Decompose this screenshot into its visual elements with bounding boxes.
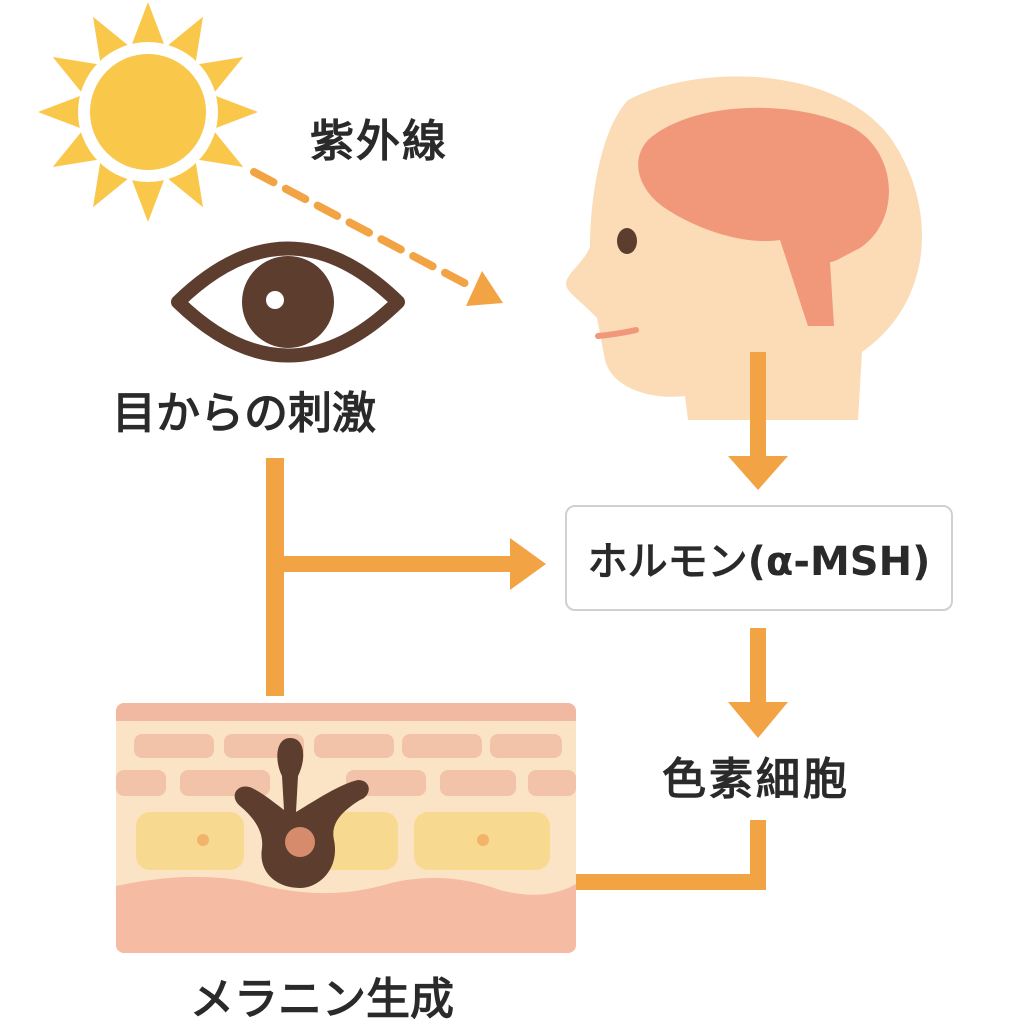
sun-icon <box>38 2 258 222</box>
melanin-production-label: メラニン生成 <box>190 974 454 1025</box>
melanocyte-icon <box>234 738 369 888</box>
hormone-box: ホルモン(α-MSH) <box>565 505 953 611</box>
uv-arrow <box>250 168 503 306</box>
skin-layer-icon <box>116 703 576 953</box>
eye-icon <box>171 241 405 363</box>
head-brain-icon <box>566 76 922 420</box>
uv-label: 紫外線 <box>310 116 448 167</box>
hormone-label: ホルモン(α-MSH) <box>587 539 931 585</box>
arrow-eye-to-hormone <box>266 458 546 696</box>
arrow-hormone-to-pigment <box>728 628 788 738</box>
pigment-cell-label: 色素細胞 <box>662 754 850 805</box>
eye-stimulus-label: 目からの刺激 <box>112 388 376 439</box>
arrow-head-to-hormone <box>728 352 788 490</box>
